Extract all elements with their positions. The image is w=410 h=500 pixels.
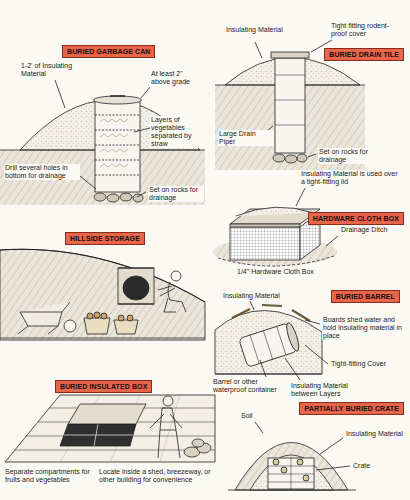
callout-label: Soil xyxy=(240,412,262,420)
banner-text: BURIED GARBAGE CAN xyxy=(67,47,150,56)
title-banner: HARDWARE CLOTH BOX xyxy=(308,212,404,225)
title-banner: BURIED DRAIN TILE xyxy=(324,48,404,61)
title-banner: BURIED INSULATED BOX xyxy=(55,380,152,393)
banner-text: HARDWARE CLOTH BOX xyxy=(313,214,399,223)
title-banner: BURIED GARBAGE CAN xyxy=(62,45,155,58)
callout-label: Crate xyxy=(352,462,386,470)
callout-label: Set on rocks for drainage xyxy=(148,186,204,202)
callout-label: Insulating Material xyxy=(222,292,286,300)
callout-label: Set on rocks for drainage xyxy=(318,148,374,164)
callout-label: Insulating Material is used over a tight… xyxy=(300,170,404,186)
callout-label: Locate inside a shed, breezeway, or othe… xyxy=(98,468,212,484)
callout-label: Separate compartments for fruits and veg… xyxy=(4,468,94,484)
callout-label: 1-2' of Insulating Material xyxy=(20,62,80,78)
banner-text: BURIED DRAIN TILE xyxy=(329,50,399,59)
callout-label: Tight fitting rodent-proof cover xyxy=(330,22,404,38)
title-banner: PARTIALLY BURIED CRATE xyxy=(299,402,404,415)
callout-label: Insulating Material xyxy=(345,430,405,438)
callout-label: Insulating Material xyxy=(225,26,287,34)
banner-text: HILLSIDE STORAGE xyxy=(70,234,140,243)
callout-label: At least 2" above grade xyxy=(150,70,204,86)
banner-text: PARTIALLY BURIED CRATE xyxy=(304,404,399,413)
callout-label: Large Drain Piper xyxy=(218,130,274,146)
banner-text: BURIED BARREL xyxy=(336,292,395,301)
title-banner: BURIED BARREL xyxy=(331,290,400,303)
callout-label: Layers of vegetables separated by straw xyxy=(150,116,207,148)
callout-label: 1/4" Hardware Cloth Box xyxy=(236,268,332,276)
callout-label: Drainage Ditch xyxy=(340,226,400,234)
callout-label: Insulating Material between Layers xyxy=(290,382,364,398)
callout-label: Barrel or other waterproof container xyxy=(212,378,286,394)
banner-text: BURIED INSULATED BOX xyxy=(60,382,147,391)
callout-label: Tight-fitting Cover xyxy=(330,360,400,368)
callout-label: Boards shed water and hold insulating ma… xyxy=(322,316,404,340)
title-banner: HILLSIDE STORAGE xyxy=(65,232,145,245)
callout-label: Drill several holes in bottom for draina… xyxy=(4,164,80,180)
